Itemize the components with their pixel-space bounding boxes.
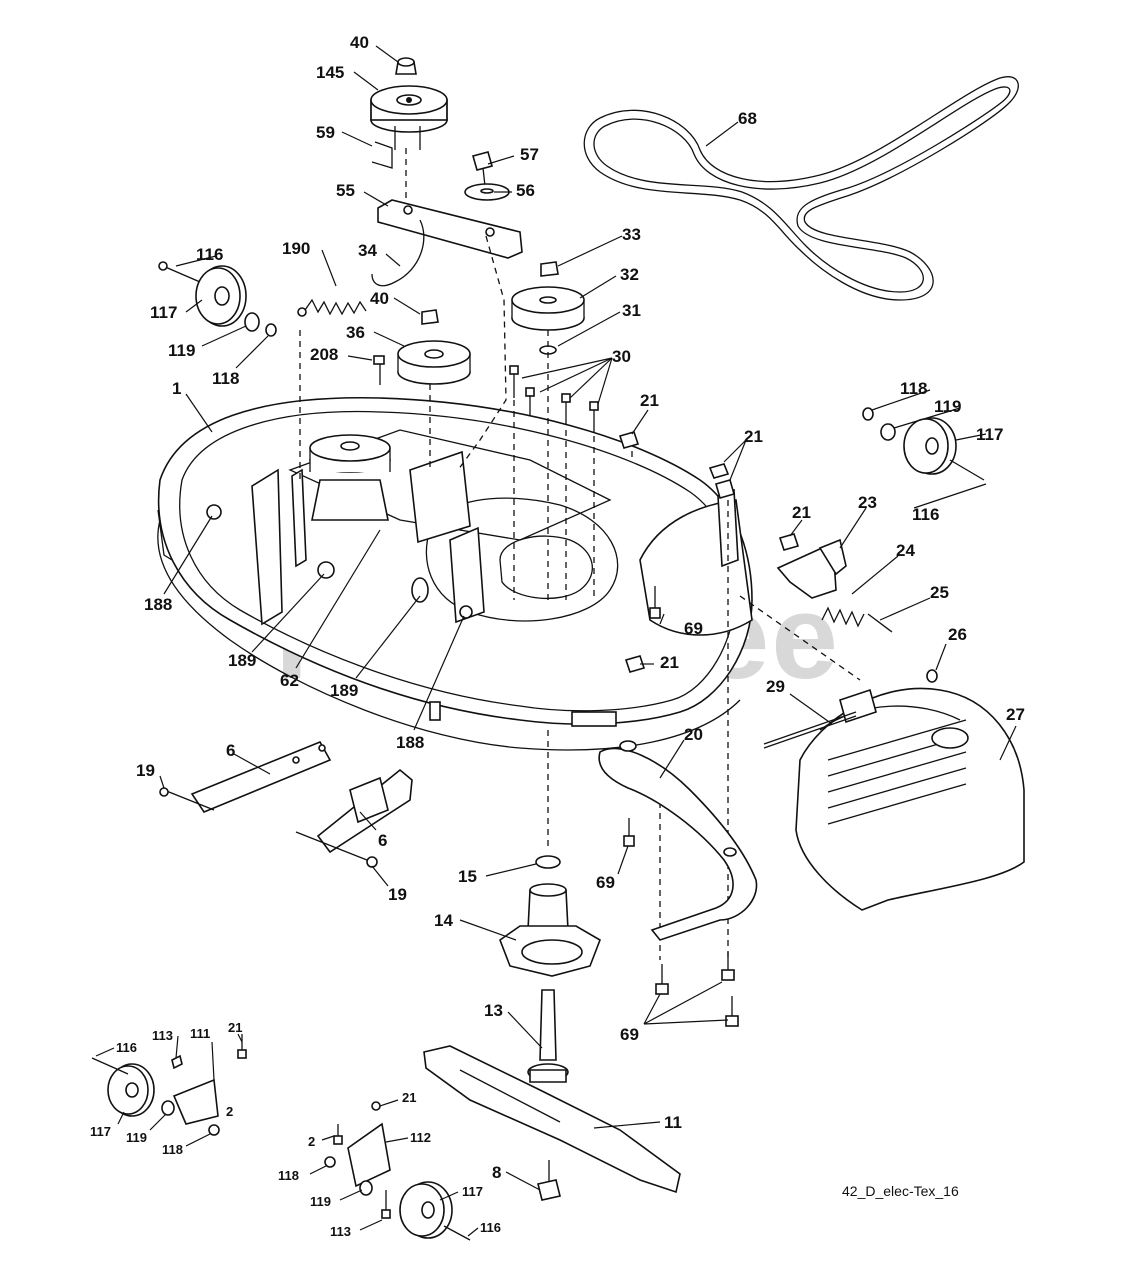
callout-26: 26 (948, 625, 967, 644)
callout-69-lower: 69 (620, 1025, 639, 1044)
callout-62: 62 (280, 671, 299, 690)
callout-117-upper-left: 117 (150, 303, 177, 322)
callout-116-lower-center: 116 (480, 1220, 501, 1235)
callout-13: 13 (484, 1001, 503, 1020)
callout-112: 112 (410, 1130, 431, 1145)
callout-57: 57 (520, 145, 539, 164)
bracket-6-lower (295, 768, 413, 868)
callout-189-left: 189 (228, 651, 256, 670)
callout-23: 23 (858, 493, 877, 512)
deflector-arm-20 (598, 740, 758, 941)
assembly-guide-lines (299, 148, 861, 960)
callout-14: 14 (434, 911, 453, 930)
callout-30: 30 (612, 347, 631, 366)
bolts-69 (623, 586, 739, 1027)
callout-116-upper-left: 116 (196, 245, 223, 264)
callout-21-bracket: 21 (792, 503, 811, 522)
callout-118-lower-left: 118 (162, 1142, 183, 1157)
pulley-32 (511, 261, 585, 355)
callout-116-lower-left: 116 (116, 1040, 137, 1055)
callout-117-upper-right: 117 (976, 425, 1003, 444)
spindle-assembly (499, 855, 601, 1083)
blade-bolt-8 (537, 1160, 561, 1201)
callout-113-lower-left: 113 (152, 1028, 173, 1043)
callout-20: 20 (684, 725, 703, 744)
callout-8: 8 (492, 1163, 501, 1182)
gauge-wheel-left-upper (158, 261, 277, 337)
callout-21-upper: 21 (640, 391, 659, 410)
callout-21-right: 21 (744, 427, 763, 446)
callout-15: 15 (458, 867, 477, 886)
callout-21-lower-center: 21 (402, 1090, 416, 1105)
callout-40-middle: 40 (370, 289, 389, 308)
gauge-wheel-lower-left (91, 1034, 247, 1136)
nuts-21 (618, 431, 800, 673)
callout-40-top: 40 (350, 33, 369, 52)
callout-25: 25 (930, 583, 949, 602)
callout-119-upper-right: 119 (934, 397, 961, 416)
drawing-reference-code: 42_D_elec-Tex_16 (842, 1183, 959, 1199)
callout-189-center: 189 (330, 681, 358, 700)
callout-190: 190 (282, 239, 310, 258)
bolt-208 (373, 355, 385, 385)
callout-69-arm: 69 (596, 873, 615, 892)
callout-59: 59 (316, 123, 335, 142)
leader-lines (159, 45, 1017, 1191)
idler-pulley-145 (370, 57, 448, 169)
callout-6-upper: 6 (226, 741, 235, 760)
bracket-23 (776, 538, 847, 599)
callout-2-lower-left: 2 (226, 1104, 233, 1119)
callout-145: 145 (316, 63, 344, 82)
gauge-wheel-right-upper (862, 407, 985, 481)
gauge-wheel-lower-center (324, 1101, 471, 1241)
nut-26 (926, 669, 938, 683)
callout-56: 56 (516, 181, 535, 200)
callout-119-lower-center: 119 (310, 1194, 331, 1209)
callout-19-lower: 19 (388, 885, 407, 904)
callout-33: 33 (622, 225, 641, 244)
rod-29 (763, 711, 857, 749)
deck-cover-27 (795, 687, 1025, 911)
callout-111: 111 (190, 1026, 210, 1041)
callout-118-upper-left: 118 (212, 369, 239, 388)
callout-118-upper-right: 118 (900, 379, 927, 398)
callout-32: 32 (620, 265, 639, 284)
callout-36: 36 (346, 323, 365, 342)
callout-69-deck: 69 (684, 619, 703, 638)
callout-31: 31 (622, 301, 641, 320)
callout-208: 208 (310, 345, 338, 364)
spring-25 (821, 606, 893, 633)
deck-housing-1 (157, 396, 753, 751)
callout-55: 55 (336, 181, 355, 200)
callout-113-lower-center: 113 (330, 1224, 351, 1239)
bracket-6-upper (159, 740, 332, 813)
blade-11 (423, 1045, 681, 1194)
callout-24: 24 (896, 541, 915, 560)
callout-116-upper-right: 116 (912, 505, 939, 524)
callout-29: 29 (766, 677, 785, 696)
callout-labels: 40 145 59 57 68 55 56 116 34 33 190 32 1… (90, 33, 1025, 1239)
drive-belt (583, 76, 1019, 301)
callout-68: 68 (738, 109, 757, 128)
callout-119-lower-left: 119 (126, 1130, 147, 1145)
idler-arm-bracket-55 (371, 199, 523, 287)
callout-117-lower-center: 117 (462, 1184, 483, 1199)
callout-188-left: 188 (144, 595, 172, 614)
callout-117-lower-left: 117 (90, 1124, 111, 1139)
pulley-36 (397, 309, 471, 385)
callout-6-lower: 6 (378, 831, 387, 850)
callout-34: 34 (358, 241, 377, 260)
spring-190 (297, 298, 367, 317)
callout-119-upper-left: 119 (168, 341, 195, 360)
callout-118-lower-center: 118 (278, 1168, 299, 1183)
callout-1: 1 (172, 379, 181, 398)
callout-11: 11 (664, 1113, 682, 1132)
callout-188-center: 188 (396, 733, 424, 752)
callout-21-lower-left: 21 (228, 1020, 242, 1035)
callout-19-left: 19 (136, 761, 155, 780)
callout-27: 27 (1006, 705, 1025, 724)
callout-21-lower: 21 (660, 653, 679, 672)
callout-2-lower-center: 2 (308, 1134, 315, 1149)
